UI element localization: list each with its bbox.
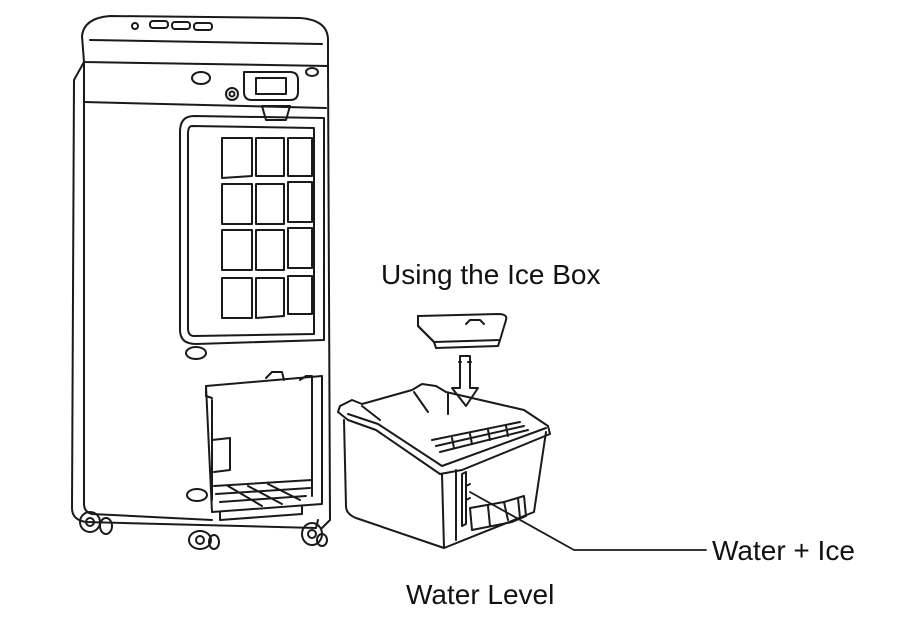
tank-outlet: [470, 496, 526, 530]
cooler-wheels: [80, 512, 327, 549]
callout-leader: [470, 492, 706, 550]
tank-rim: [338, 384, 550, 474]
tank-bay: [206, 372, 322, 520]
ice-box-title: Using the Ice Box: [381, 259, 601, 290]
control-buttons: [132, 21, 212, 30]
tank-body: [344, 420, 546, 548]
cooler-handle: [244, 72, 298, 100]
water-tank: [338, 384, 550, 548]
ice-pack: [418, 314, 506, 348]
cooler-body: [72, 62, 318, 528]
cooler-top-cap: [82, 16, 328, 66]
louvre-frame: [180, 116, 324, 344]
water-level-label: Water Level: [406, 579, 555, 610]
air-cooler-unit: [72, 16, 330, 549]
water-ice-label: Water + Ice: [712, 535, 855, 566]
louvre-grid: [222, 138, 312, 318]
